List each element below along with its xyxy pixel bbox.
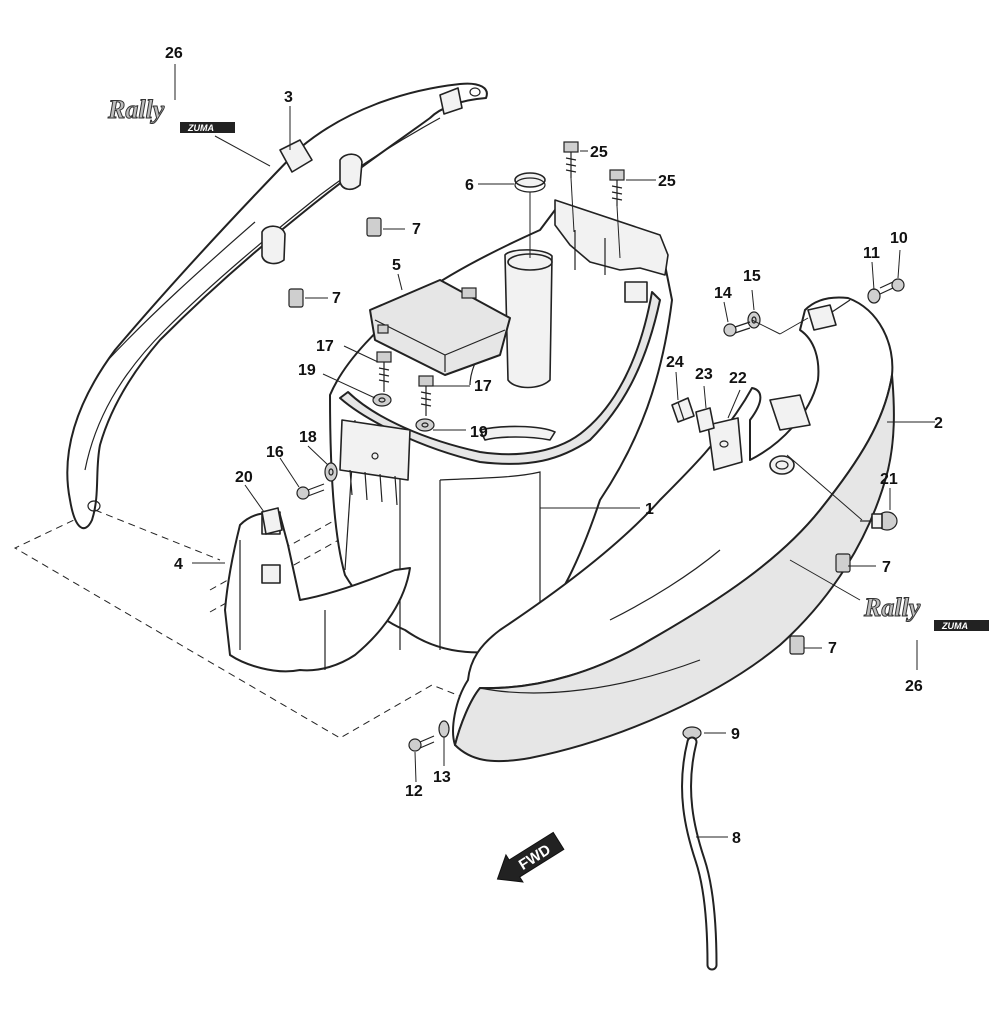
part-20-clip bbox=[261, 507, 283, 535]
label-17-right: 17 bbox=[474, 378, 492, 395]
label-7-upper: 7 bbox=[412, 221, 421, 238]
label-26-upper: 26 bbox=[165, 45, 183, 62]
label-17-left: 17 bbox=[316, 338, 334, 355]
label-8: 8 bbox=[732, 830, 741, 847]
part-12-screw bbox=[408, 735, 435, 752]
label-9: 9 bbox=[731, 726, 740, 743]
emblem-decal-2: Rally ZUMA bbox=[863, 593, 989, 631]
part-17-bolt-1 bbox=[376, 351, 392, 392]
part-5-lid bbox=[369, 279, 511, 376]
leader-lines bbox=[174, 64, 935, 838]
part-19-washer-1 bbox=[372, 393, 392, 407]
label-10: 10 bbox=[890, 230, 908, 247]
label-18: 18 bbox=[299, 429, 317, 446]
part-24-clip bbox=[671, 397, 695, 423]
part-6-cap bbox=[514, 172, 546, 258]
part-7-clip-nut-2 bbox=[288, 288, 304, 308]
part-17-bolt-2 bbox=[418, 375, 434, 416]
label-7-lower: 7 bbox=[828, 640, 837, 657]
label-5: 5 bbox=[392, 257, 401, 274]
emblem-main-text-1: Rally bbox=[107, 95, 165, 124]
part-25-screw-2 bbox=[609, 169, 625, 259]
part-22-bracket bbox=[707, 417, 743, 471]
part-23-pad bbox=[695, 407, 715, 433]
part-18-washer bbox=[324, 462, 338, 482]
label-7-middle: 7 bbox=[332, 290, 341, 307]
part-3-upper-side-cover bbox=[66, 82, 488, 530]
label-3: 3 bbox=[284, 89, 293, 106]
part-25-screw-1 bbox=[563, 141, 579, 233]
label-11: 11 bbox=[863, 245, 880, 262]
emblem-sub-text-1: ZUMA bbox=[187, 123, 214, 133]
label-2: 2 bbox=[934, 415, 943, 432]
part-10-screw bbox=[879, 278, 905, 295]
label-23: 23 bbox=[695, 366, 713, 383]
emblem-decal-1: Rally ZUMA bbox=[107, 95, 235, 133]
label-13: 13 bbox=[433, 769, 451, 786]
label-19-left: 19 bbox=[298, 362, 316, 379]
part-7-clip-nut-1 bbox=[366, 217, 382, 237]
label-22: 22 bbox=[729, 370, 747, 387]
part-13-washer bbox=[438, 720, 450, 738]
label-26-lower: 26 bbox=[905, 678, 923, 695]
label-1: 1 bbox=[645, 501, 654, 518]
label-24: 24 bbox=[666, 354, 684, 371]
part-15-washer bbox=[747, 311, 761, 329]
label-7-right: 7 bbox=[882, 559, 891, 576]
label-6: 6 bbox=[465, 177, 474, 194]
label-14: 14 bbox=[714, 285, 732, 302]
part-21-rivet bbox=[860, 511, 898, 531]
label-19-right: 19 bbox=[470, 424, 488, 441]
label-25-upper: 25 bbox=[590, 144, 608, 161]
part-11-washer bbox=[867, 288, 881, 304]
fwd-direction-arrow: FWD bbox=[496, 831, 565, 883]
label-15: 15 bbox=[743, 268, 761, 285]
label-20: 20 bbox=[235, 469, 253, 486]
label-12: 12 bbox=[405, 783, 423, 800]
label-16: 16 bbox=[266, 444, 284, 461]
callout-labels: 26 3 25 25 6 7 5 7 10 11 15 14 17 17 19 … bbox=[165, 45, 943, 847]
label-4: 4 bbox=[174, 556, 183, 573]
part-7-clip-nut-3 bbox=[835, 553, 851, 573]
part-16-screw bbox=[296, 483, 325, 500]
label-21: 21 bbox=[880, 471, 898, 488]
emblem-main-text-2: Rally bbox=[863, 593, 921, 622]
emblem-sub-text-2: ZUMA bbox=[941, 621, 968, 631]
part-14-screw bbox=[723, 321, 751, 337]
part-7-clip-nut-4 bbox=[789, 635, 805, 655]
part-19-washer-2 bbox=[415, 418, 435, 432]
part-8-drain-hose bbox=[681, 736, 718, 971]
label-25-lower: 25 bbox=[658, 173, 676, 190]
part-2-side-cover bbox=[452, 296, 895, 763]
